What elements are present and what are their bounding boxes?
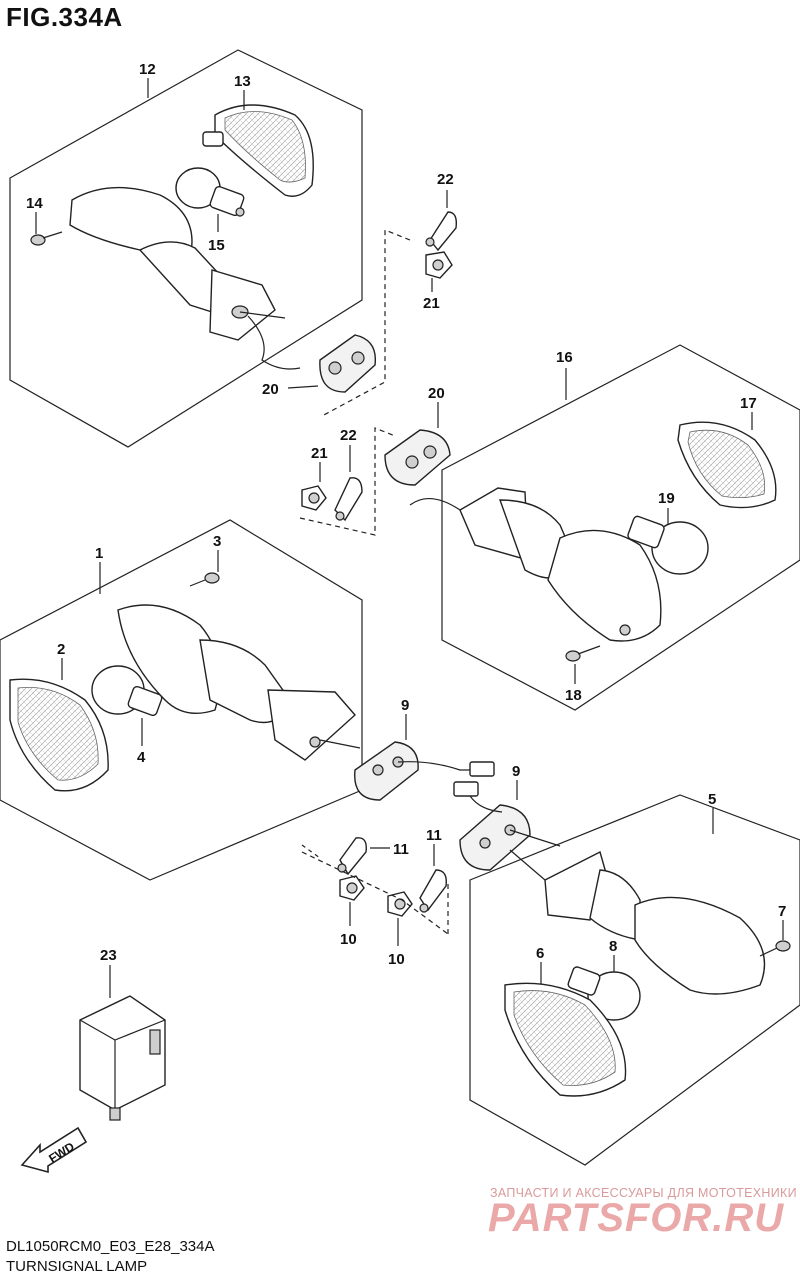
callout-4: 4 [137,749,146,766]
callout-16: 16 [556,349,573,366]
callout-21b: 21 [311,445,328,462]
group-16-frame [441,344,800,711]
part-20-gasket-b [384,429,451,486]
callout-12: 12 [139,61,156,78]
callout-8: 8 [609,938,617,955]
figure-name: TURNSIGNAL LAMP [6,1258,148,1275]
callout-21a: 21 [423,295,440,312]
figure-code: DL1050RCM0_E03_E28_334A [6,1238,215,1255]
callout-7: 7 [778,903,786,920]
callout-2: 2 [57,641,65,658]
part-11-clip-a [337,837,367,876]
callout-14: 14 [26,195,43,212]
part-18-screw [565,645,601,662]
part-12-housing [69,186,301,370]
callout-23: 23 [100,947,117,964]
part-1-housing [117,604,361,761]
part-11-clip-b [419,869,447,913]
part-9-gasket-b [453,781,561,871]
part-15-bulb [175,167,245,217]
part-22-clip-a [425,211,458,252]
figure-title: FIG.334A [6,2,123,32]
part-6-lens [504,982,627,1097]
group-5-frame [469,794,800,1166]
callout-20a: 20 [262,381,279,398]
callout-9a: 9 [401,697,409,714]
callout-18: 18 [565,687,582,704]
part-19-bulb [627,515,709,575]
part-4-bulb [91,665,163,717]
watermark-tagline: ЗАПЧАСТИ И АКСЕССУАРЫ ДЛЯ МОТОТЕХНИКИ [490,1186,797,1200]
part-16-housing [409,487,662,642]
part-23-relay [79,995,166,1121]
part-17-lens [677,421,777,509]
watermark-brand: PARTSFOR.RU [488,1196,785,1240]
callout-10b: 10 [388,951,405,968]
callout-15: 15 [208,237,225,254]
callout-11a: 11 [393,841,409,858]
callout-19: 19 [658,490,675,507]
callout-1: 1 [95,545,103,562]
part-21-nut-a [425,251,453,279]
fwd-arrow-icon [20,1126,88,1174]
part-9-gasket-a [354,741,495,801]
callout-13: 13 [234,73,251,90]
part-7-screw [759,940,791,957]
part-21-nut-b [301,485,327,511]
part-3-screw [189,572,220,587]
part-2-lens [9,678,109,792]
callout-9b: 9 [512,763,520,780]
part-5-housing [509,849,766,995]
part-22-clip-b [334,477,363,522]
callout-17: 17 [740,395,757,412]
callout-3: 3 [213,533,221,550]
callout-22a: 22 [437,171,454,188]
part-10-nut-b [387,891,413,917]
part-14-screw [30,231,63,246]
part-13-lens [202,104,314,197]
group-12-frame [9,49,363,448]
callout-22b: 22 [340,427,357,444]
callout-6: 6 [536,945,544,962]
callout-20b: 20 [428,385,445,402]
part-20-gasket-a [319,334,377,393]
callout-10a: 10 [340,931,357,948]
callout-5: 5 [708,791,716,808]
callout-11b: 11 [426,827,442,844]
